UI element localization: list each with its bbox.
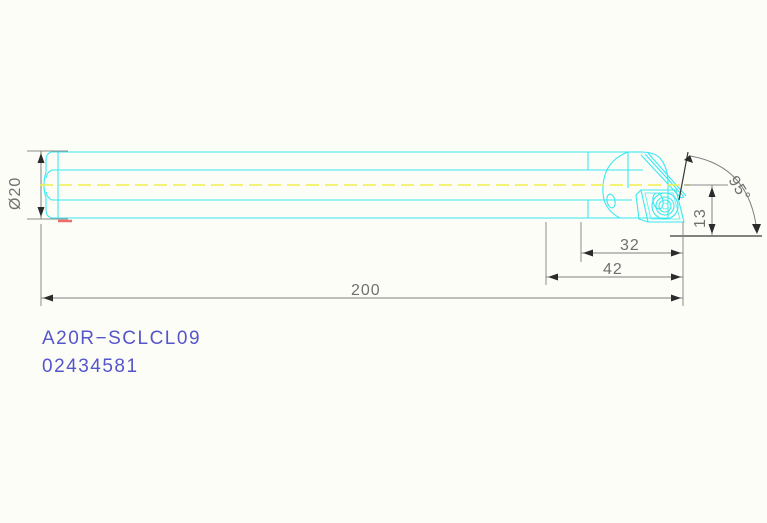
dimension-lead-angle-95: 95° xyxy=(670,151,762,237)
clamp-screw-icon xyxy=(651,192,679,220)
dim-label-32: 32 xyxy=(620,237,640,254)
dimension-32: 32 xyxy=(580,222,684,285)
boring-bar-body xyxy=(43,151,687,223)
dim-label-center-height: 13 xyxy=(692,208,709,228)
dim-label-42: 42 xyxy=(603,261,623,278)
dim-label-overall-length: 200 xyxy=(351,282,381,299)
dimension-diameter-20: Ø20 xyxy=(7,150,68,220)
order-code-label: 02434581 xyxy=(42,356,139,377)
dim-label-diameter: Ø20 xyxy=(7,177,24,210)
dimension-overall-length-200: 200 xyxy=(40,224,684,306)
title-block: A20R−SCLCL09 02434581 xyxy=(42,328,201,377)
part-number-label: A20R−SCLCL09 xyxy=(42,328,201,349)
dimension-center-height-13: 13 xyxy=(684,184,728,236)
dimension-42: 42 xyxy=(545,222,683,285)
